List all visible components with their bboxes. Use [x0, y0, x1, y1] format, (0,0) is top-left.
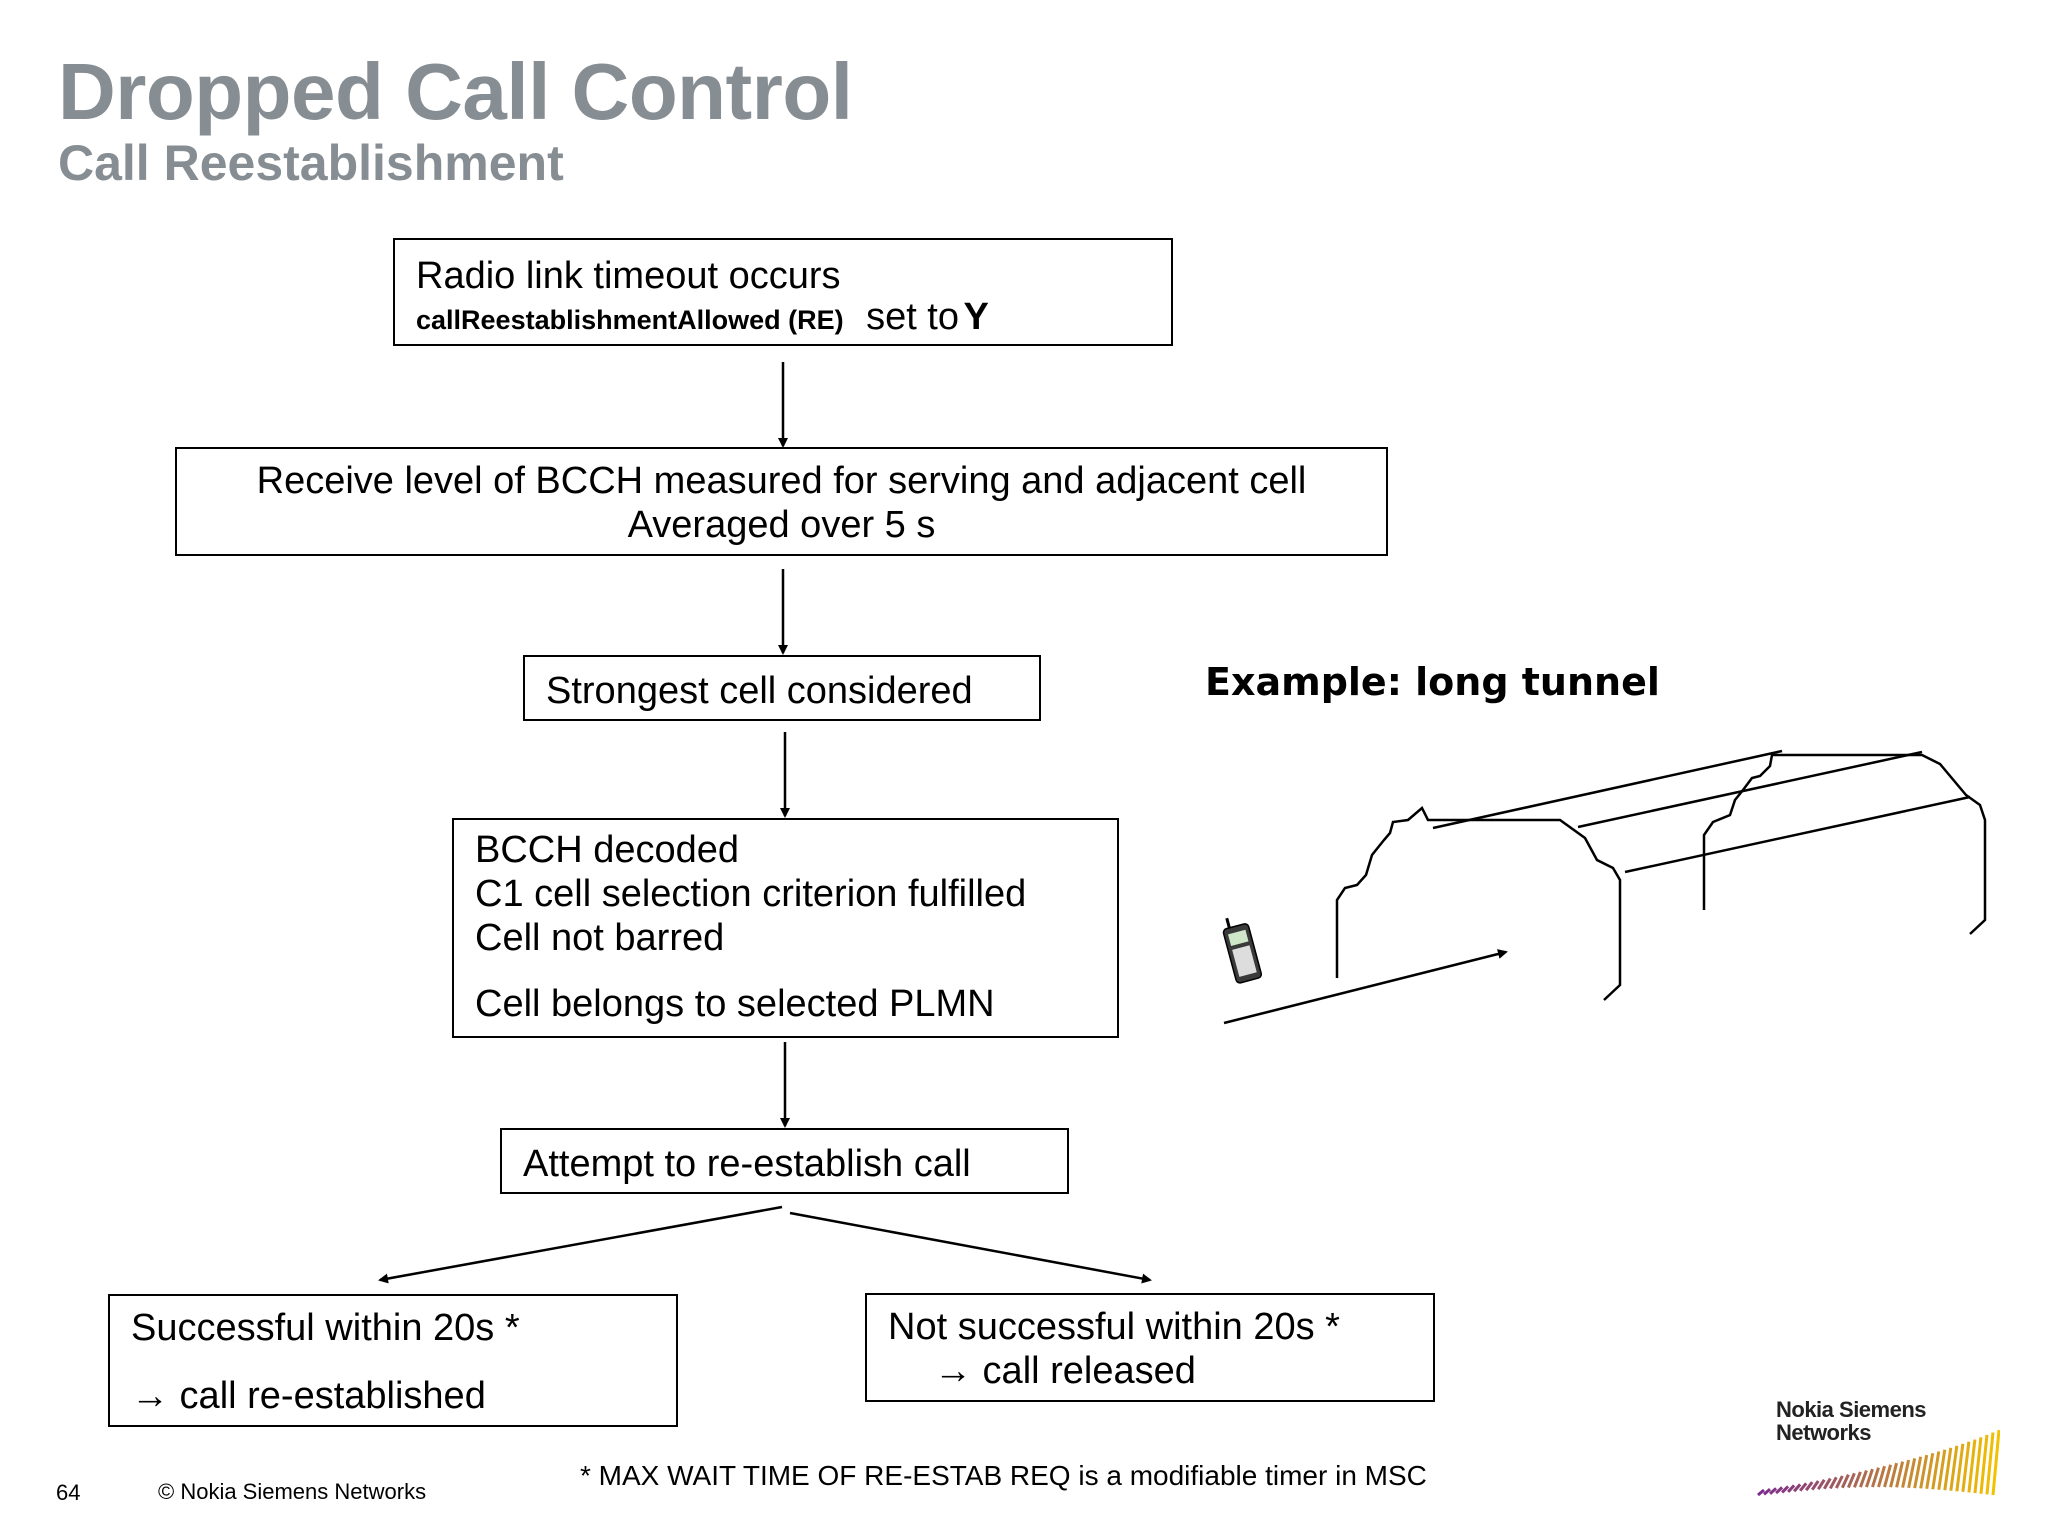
step-bcch-line3: Cell not barred [475, 917, 725, 959]
logo-wave-stripe [1763, 1488, 1772, 1496]
logo-wave-stripe [1907, 1458, 1917, 1489]
logo-wave-stripe [1913, 1456, 1923, 1489]
logo-wave-stripe [1883, 1464, 1892, 1488]
logo-wave-stripe [1949, 1445, 1959, 1491]
step-strongest-line1: Strongest cell considered [546, 670, 973, 712]
param-name: callReestablishmentAllowed (RE) [416, 305, 844, 335]
logo-wave-icon [1757, 1429, 2000, 1497]
logo-wave-stripe [1895, 1461, 1905, 1488]
logo-wave-stripe [1816, 1478, 1826, 1491]
logo-wave-stripe [1943, 1447, 1953, 1491]
logo-wave-stripe [1919, 1454, 1929, 1489]
outcome-failure-line1: Not successful within 20s * [888, 1306, 1340, 1348]
logo-wave-stripe [1937, 1449, 1947, 1490]
footnote: * MAX WAIT TIME OF RE-ESTAB REQ is a mod… [580, 1460, 1427, 1491]
logo-wave-stripe [1901, 1459, 1911, 1488]
logo-wave-stripe [1967, 1439, 1977, 1493]
outcome-failure-line2: → call released [934, 1350, 1196, 1392]
logo-wave-stripe [1799, 1482, 1808, 1492]
set-text: set to [866, 296, 960, 338]
param-value: Y [963, 296, 989, 338]
logo-wave-stripe [1793, 1483, 1802, 1493]
tunnel-roof-line-2 [1577, 750, 1923, 829]
tunnel-front-arch [1335, 806, 1622, 1001]
logo-wave-stripe [1769, 1487, 1778, 1495]
step-receive-level-line2: Averaged over 5 s [627, 504, 936, 546]
outcome-success: Successful within 20s * → call re-establ… [108, 1294, 678, 1427]
logo-wave-stripe [1991, 1429, 2000, 1496]
logo-wave-stripe [1775, 1486, 1784, 1495]
logo-wave-stripe [1889, 1462, 1899, 1488]
step-attempt-reestablish: Attempt to re-establish call [500, 1128, 1069, 1194]
step-bcch-decoded: BCCH decoded C1 cell selection criterion… [452, 818, 1119, 1038]
outcome-failure: Not successful within 20s * → call relea… [865, 1293, 1435, 1402]
logo-wave-stripe [1822, 1477, 1832, 1490]
outcome-success-line1: Successful within 20s * [131, 1307, 520, 1349]
logo-wave-stripe [1859, 1470, 1868, 1488]
mobile-phone-icon [1222, 917, 1263, 984]
logo-wave-stripe [1865, 1468, 1874, 1488]
tunnel-back-arch [1702, 753, 1987, 935]
logo-wave-stripe [1979, 1434, 1989, 1494]
logo-wave-stripe [1877, 1465, 1886, 1488]
step-bcch-line2: C1 cell selection criterion fulfilled [475, 873, 1027, 915]
logo-wave-stripe [1787, 1484, 1796, 1493]
logo-line1: Nokia Siemens [1776, 1397, 1927, 1422]
example-label: Example: long tunnel [1205, 660, 1660, 704]
logo-wave-stripe [1955, 1443, 1965, 1492]
tunnel-roof-line-3 [1624, 795, 1971, 874]
logo-wave-stripe [1931, 1451, 1941, 1490]
logo-wave-stripe [1828, 1476, 1838, 1490]
arrow-failure [789, 1211, 1152, 1284]
tunnel-roof-line-1 [1432, 749, 1783, 830]
logo-wave-stripe [1973, 1437, 1983, 1494]
logo-wave-stripe [1810, 1480, 1820, 1491]
logo-wave-stripe [1847, 1472, 1856, 1489]
logo-wave-stripe [1925, 1453, 1935, 1490]
step-radio-timeout-line1: Radio link timeout occurs [416, 255, 841, 297]
step-radio-timeout-line2: callReestablishmentAllowed (RE) set to Y [416, 296, 989, 339]
copyright: © Nokia Siemens Networks [158, 1479, 427, 1504]
mobile-path [1223, 949, 1508, 1025]
step-bcch-line4: Cell belongs to selected PLMN [475, 983, 995, 1025]
logo-wave-stripe [1805, 1481, 1814, 1492]
arrow-success [378, 1205, 783, 1284]
logo-text: Nokia Siemens Networks [1776, 1397, 1927, 1445]
logo-wave-stripe [1757, 1488, 1765, 1497]
logo-wave-stripe [1834, 1475, 1844, 1489]
step-strongest-cell: Strongest cell considered [523, 655, 1041, 721]
slide-title: Dropped Call Control [58, 47, 853, 136]
logo-wave-stripe [1961, 1441, 1971, 1493]
logo-wave-stripe [1840, 1474, 1850, 1489]
step-receive-level-line1: Receive level of BCCH measured for servi… [256, 460, 1307, 502]
page-number: 64 [56, 1480, 81, 1505]
slide-subtitle: Call Reestablishment [58, 135, 564, 191]
step-bcch-line1: BCCH decoded [475, 829, 740, 871]
step-attempt-line1: Attempt to re-establish call [523, 1143, 971, 1185]
logo-wave-stripe [1871, 1467, 1880, 1488]
logo-wave-stripe [1853, 1471, 1862, 1488]
logo-line2: Networks [1776, 1420, 1872, 1445]
outcome-success-line2: → call re-established [131, 1375, 486, 1417]
logo-wave-stripe [1985, 1432, 1995, 1495]
step-radio-timeout: Radio link timeout occurs callReestablis… [393, 238, 1173, 346]
logo-wave-stripe [1781, 1485, 1790, 1494]
step-receive-level: Receive level of BCCH measured for servi… [175, 447, 1388, 556]
